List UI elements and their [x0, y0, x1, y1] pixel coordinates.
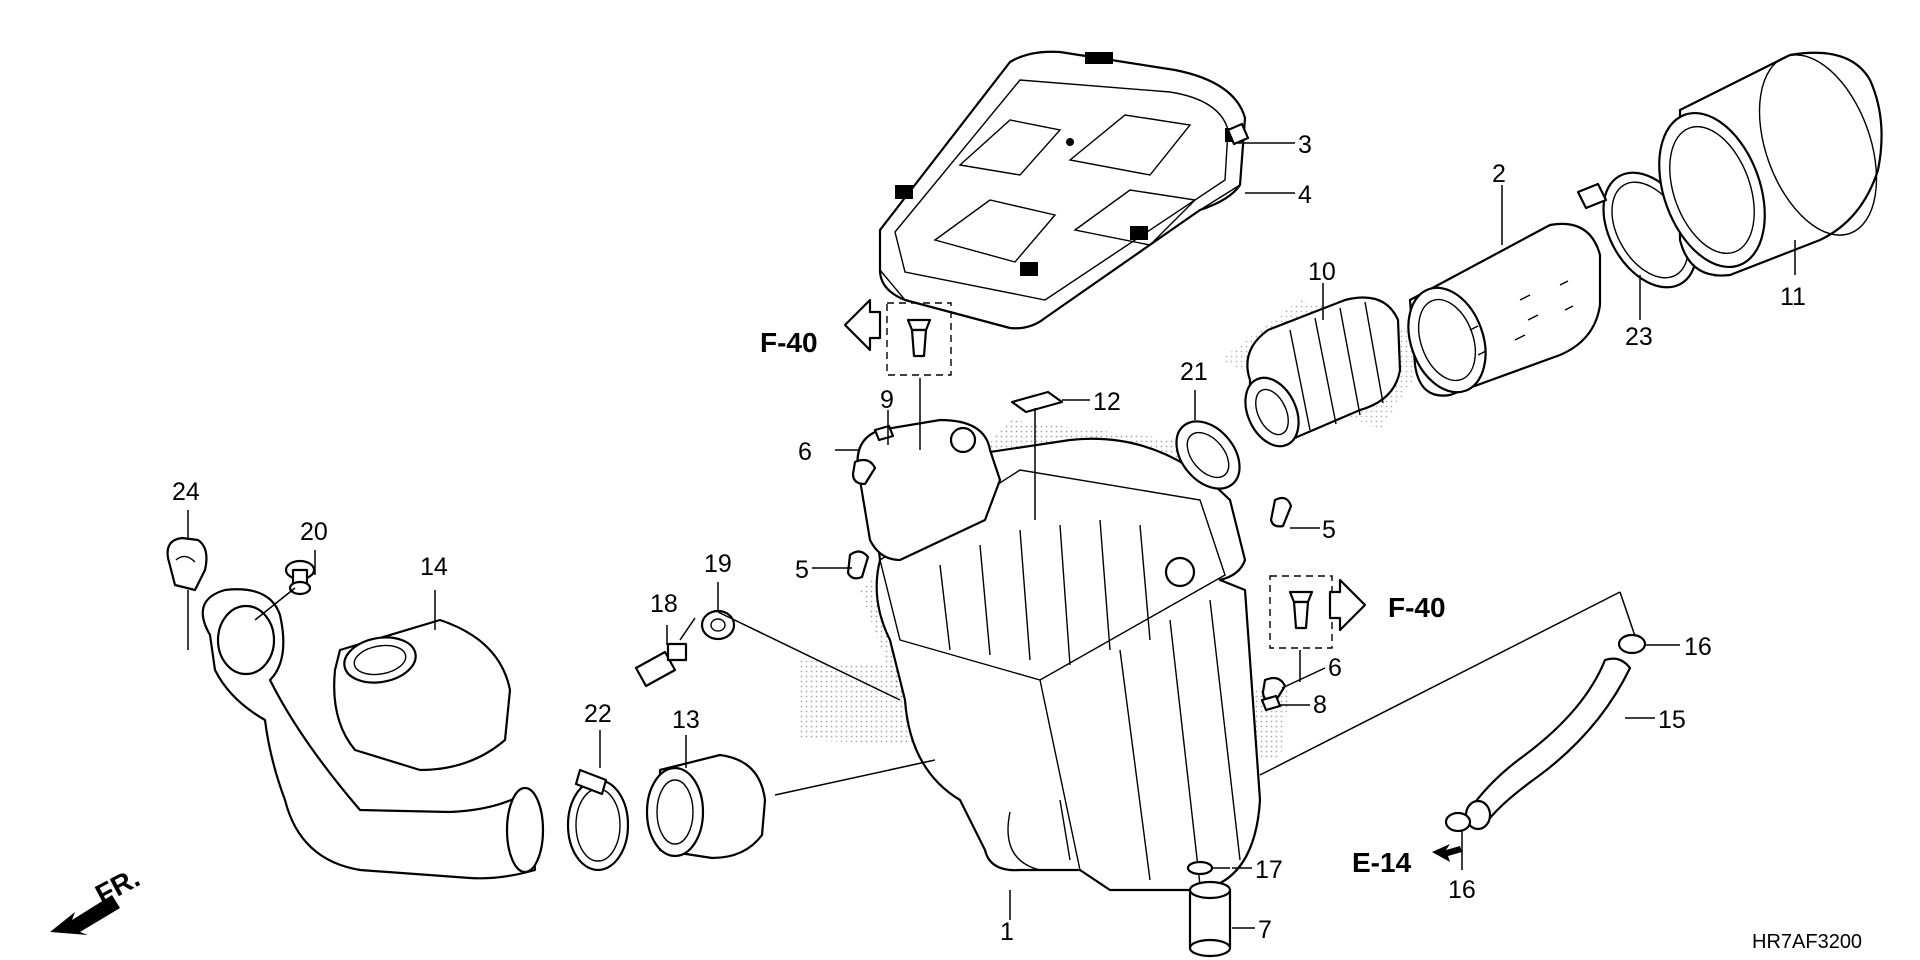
- clip-part: [1269, 496, 1293, 528]
- clip-part: [1260, 694, 1282, 712]
- callout-24: 24: [172, 478, 200, 506]
- callout-20: 20: [300, 518, 328, 546]
- callout-labels: 1 2 3 4 5 5 6 6 7 8 9 10 11 12 13 14 15 …: [172, 131, 1806, 946]
- diagram-code: HR7AF3200: [1752, 931, 1862, 953]
- clip-part: [846, 550, 870, 580]
- joint-part: [645, 753, 767, 860]
- callout-8: 8: [1313, 691, 1327, 719]
- callout-19: 19: [704, 550, 732, 578]
- callout-21: 21: [1180, 358, 1208, 386]
- grommet-part: [700, 609, 736, 641]
- callout-22: 22: [584, 700, 612, 728]
- reference-label: F-40: [1388, 592, 1446, 623]
- clip-part: [851, 458, 877, 486]
- callout-7: 7: [1258, 916, 1272, 944]
- trim-clip-part: [1269, 575, 1333, 649]
- tube-clip-part: [1617, 633, 1647, 655]
- bolt-part: [634, 642, 688, 688]
- callout-15: 15: [1658, 706, 1686, 734]
- callout-11: 11: [1780, 283, 1806, 311]
- callout-17: 17: [1255, 856, 1283, 884]
- pre-filter-cover-part: [1658, 51, 1883, 277]
- air-cleaner-joint-part: [1220, 296, 1440, 448]
- leader-lines: [187, 142, 1796, 929]
- callout-6: 6: [798, 438, 812, 466]
- reference-labels: F-40 F-40 E-14: [760, 327, 1446, 878]
- callout-9: 9: [880, 386, 894, 414]
- front-direction-label: FR.: [90, 862, 144, 911]
- grommet-part: [284, 559, 316, 596]
- reference-arrow-icon: [1328, 578, 1367, 632]
- drain-tube-part: [1464, 657, 1632, 831]
- band-part: [566, 768, 630, 872]
- callout-16: 16: [1684, 633, 1712, 661]
- callout-5: 5: [795, 556, 809, 584]
- pad-part: [1010, 390, 1064, 414]
- reference-arrow-icon: [843, 298, 882, 352]
- trim-clip-part: [886, 302, 952, 376]
- callout-23: 23: [1625, 323, 1653, 351]
- callout-4: 4: [1298, 181, 1312, 209]
- band-part: [1175, 420, 1241, 490]
- drain-plug-part: [1188, 880, 1232, 958]
- clip-part: [873, 424, 895, 442]
- reference-label: E-14: [1352, 847, 1412, 878]
- tube-clip-part: [1444, 811, 1472, 833]
- callout-16: 16: [1448, 876, 1476, 904]
- air-cleaner-element-part: [1407, 222, 1602, 397]
- callout-14: 14: [420, 553, 448, 581]
- callout-5: 5: [1322, 516, 1336, 544]
- reference-arrow-icon: [1432, 844, 1462, 862]
- front-direction-arrow-icon: [50, 895, 120, 935]
- callout-2: 2: [1492, 160, 1506, 188]
- air-cleaner-case-part: [800, 418, 1290, 892]
- clip-part: [1186, 860, 1230, 876]
- callout-10: 10: [1308, 258, 1336, 286]
- callout-3: 3: [1298, 131, 1312, 159]
- callout-13: 13: [672, 706, 700, 734]
- callout-12: 12: [1093, 388, 1121, 416]
- air-cleaner-cover-part: [878, 50, 1247, 330]
- reference-label: F-40: [760, 327, 818, 358]
- callout-18: 18: [650, 590, 678, 618]
- callout-1: 1: [1000, 918, 1014, 946]
- callout-6: 6: [1328, 654, 1342, 682]
- clamp-part: [166, 536, 208, 592]
- cover-clip-part: [1226, 122, 1250, 146]
- connecting-tube-part: [201, 588, 545, 880]
